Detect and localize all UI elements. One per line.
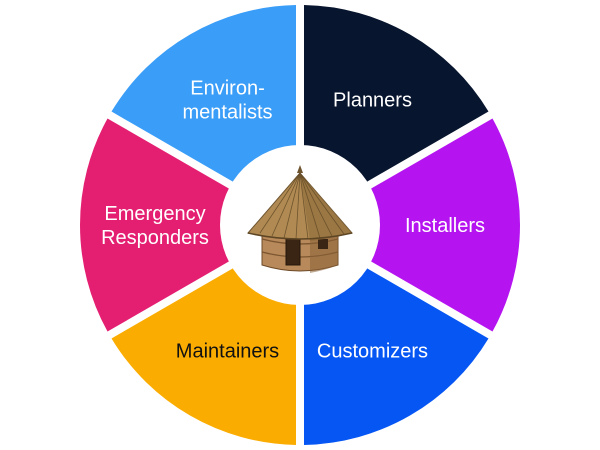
- segment-maintainers: [111, 263, 296, 445]
- segment-label-line: Emergency: [104, 203, 205, 225]
- segment-label-maintainers: Maintainers: [176, 341, 279, 363]
- segment-label-line: Environ-: [190, 77, 264, 99]
- segment-label-line: Responders: [101, 227, 209, 249]
- segment-customizers: [304, 263, 489, 445]
- segment-emergency-responders: [80, 118, 238, 332]
- segment-label-installers: Installers: [405, 215, 485, 237]
- segment-label-line: mentalists: [182, 101, 272, 123]
- hut-icon: [247, 165, 353, 273]
- segment-label-customizers: Customizers: [317, 341, 428, 363]
- segment-label-line: Planners: [333, 89, 412, 111]
- segment-label-line: Installers: [405, 215, 485, 237]
- segment-label-planners: Planners: [333, 89, 412, 111]
- segment-environmentalists: [111, 5, 296, 187]
- segment-installers: [362, 118, 520, 332]
- segment-label-environmentalists: Environ-mentalists: [182, 77, 272, 123]
- segment-label-line: Customizers: [317, 341, 428, 363]
- segment-planners: [304, 5, 489, 187]
- segment-label-line: Maintainers: [176, 341, 279, 363]
